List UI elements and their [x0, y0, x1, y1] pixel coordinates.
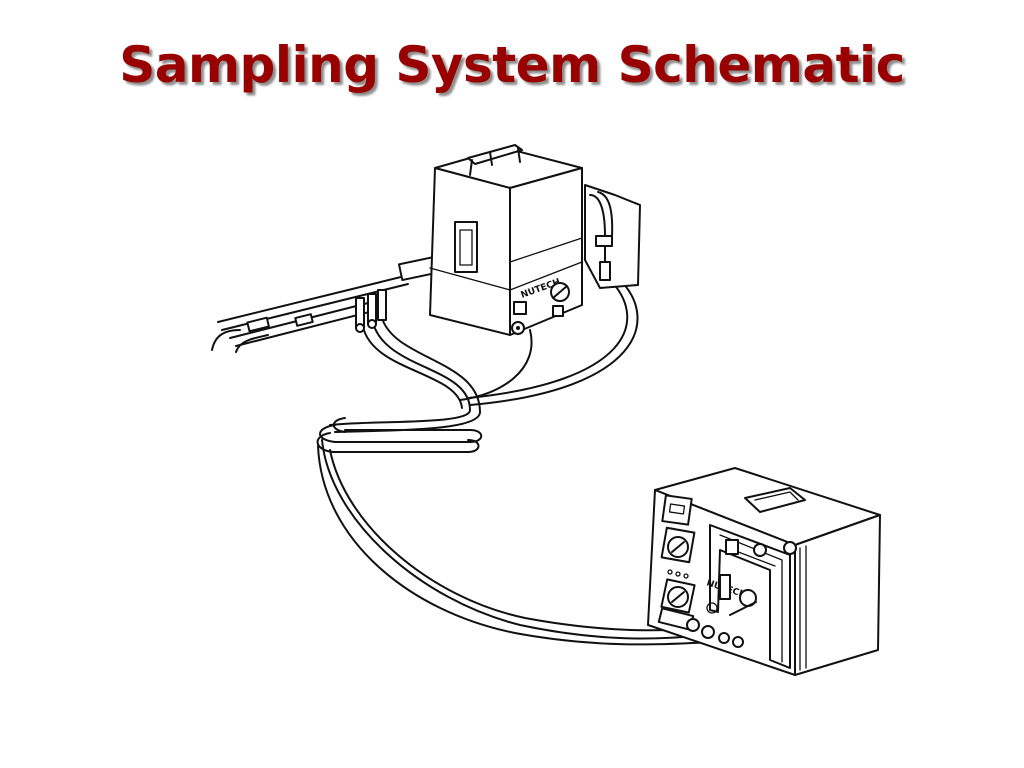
heated-sample-box: NUTECH [429, 144, 641, 336]
umbilical-hoses [316, 279, 713, 646]
control-console: NUTECH [647, 467, 881, 676]
slide-title: Sampling System Schematic [119, 36, 905, 94]
